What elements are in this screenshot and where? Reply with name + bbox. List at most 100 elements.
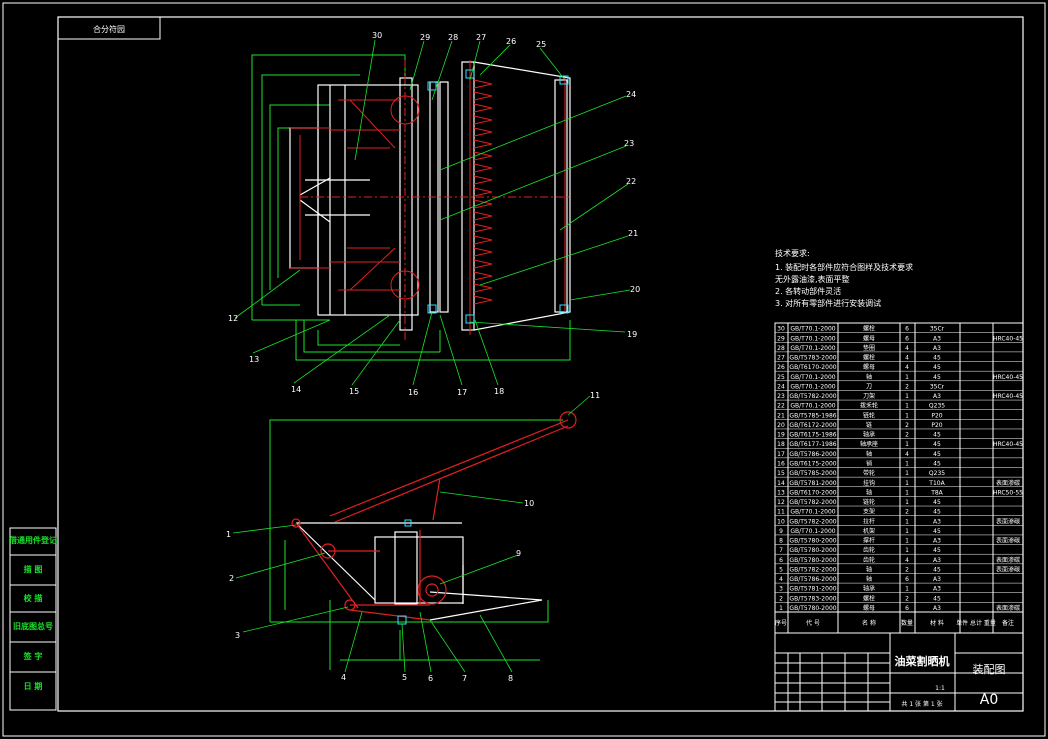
bom-cell: 1 [905,518,909,525]
bom-cell: 4 [779,576,783,583]
top-left-tag-box: 合分符园 [57,16,161,40]
bom-cell: 表面渗碳 [996,537,1020,545]
bom-cell: 1 [905,403,909,410]
title-block: 油菜割晒机 装配图 1:1 共 1 张 第 1 张 A0 [774,632,1024,712]
bom-cell: 表面渗碳 [996,565,1020,573]
callout-24: 24 [626,90,636,99]
bom-cell: GB/T6170-2000 [789,364,836,371]
bom-cell: 表面渗碳 [996,604,1020,612]
bom-cell: 轴承 [863,431,875,439]
bom-cell: 轴 [866,565,872,573]
top-left-tag: 合分符园 [93,24,125,34]
callout-13: 13 [249,355,259,364]
bom-cell: 7 [779,547,783,554]
bom-cell: 6 [905,326,909,333]
bom-cell: 6 [905,335,909,342]
bom-cell: 轴 [866,575,872,583]
bom-cell: GB/T5780-2000 [789,538,836,545]
bom-cell: 1 [905,586,909,593]
bom-cell: GB/T6170-2000 [789,489,836,496]
bom-cell: 22 [777,403,785,410]
bom-cell: HRC40-45 [993,393,1023,400]
bom-cell: 16 [777,461,785,468]
callout-2: 2 [229,574,234,583]
bom-cell: 23 [777,393,785,400]
callout-20: 20 [630,285,640,294]
bom-cell: GB/T5782-2000 [789,393,836,400]
bom-cell: GB/T5781-2000 [789,586,836,593]
bom-cell: HRC40-45 [993,335,1023,342]
sheet-count: 共 1 张 第 1 张 [901,700,942,708]
callout-15: 15 [349,387,359,396]
bom-cell: 1 [905,393,909,400]
bom-cell: 2 [905,595,909,602]
bom-cell: GB/T5783-2000 [789,355,836,362]
bom-cell: HRC40-45 [993,374,1023,381]
callout-26: 26 [506,37,516,46]
bom-cell: 45 [933,499,941,506]
callout-17: 17 [457,388,467,397]
callout-23: 23 [624,139,634,148]
bom-header: 序号代 号名 称数量材 料单件 总计 重量备注 [775,611,1023,627]
bom-cell: 4 [905,557,909,564]
tech-item-2: 无外露油漆,表面平整 [775,274,850,284]
bom-cell: A3 [933,518,941,525]
strip-label-6: 日 期 [24,681,43,691]
bom-cell: GB/T5782-2000 [789,518,836,525]
bom-cell: 17 [777,451,785,458]
bom-cell: 螺栓 [863,594,875,602]
bom-cell: 45 [933,355,941,362]
callout-6: 6 [428,674,433,683]
bom-cell: 26 [777,364,785,371]
bom-cell: Q235 [929,403,945,410]
strip-label-4: 旧底图总号 [13,621,53,631]
bom-cell: 2 [905,509,909,516]
bom-cell: 螺栓 [863,354,875,362]
strip-label-1: 借通用件登记 [8,535,57,545]
bom-cell: 35Cr [930,383,945,390]
strip-label-5: 签 字 [23,651,43,661]
tech-heading: 技术要求: [775,248,810,258]
bom-cell: 35Cr [930,326,945,333]
bom-cell: 螺栓 [863,325,875,333]
bom-cell: 1 [905,547,909,554]
bom-cell: 刀架 [863,392,875,400]
bom-cell: 1 [905,374,909,381]
bom-cell: 轴承 [863,585,875,593]
bom-cell: 19 [777,432,785,439]
bom-cell: Q235 [929,470,945,477]
bom-cell: 拉杆 [863,517,875,525]
bom-cell: 3 [779,586,783,593]
bom-cell: 链轮 [863,498,875,506]
bom-cell: 支架 [863,508,875,516]
bom-cell: GB/T5780-2000 [789,605,836,612]
bom-cell: GB/T70.1-2000 [790,345,835,352]
bom-cell: GB/T6172-2000 [789,422,836,429]
bom-cell: 1 [905,528,909,535]
bom-cell: GB/T5786-2000 [789,451,836,458]
bom-header-cell: 代 号 [806,619,820,627]
bom-cell: 挂钩 [863,479,875,487]
bom-cell: A3 [933,335,941,342]
bom-cell: GB/T5785-1986 [789,412,836,419]
bom-cell: 6 [905,576,909,583]
bom-cell: 齿轮 [863,556,875,564]
bom-cell: 20 [777,422,785,429]
bom-cell: 14 [777,480,785,487]
bom-cell: 拨禾轮 [860,402,878,410]
callout-4: 4 [341,673,346,682]
bom-cell: 5 [779,566,783,573]
callout-16: 16 [408,388,418,397]
callout-18: 18 [494,387,504,396]
bom-cell: A3 [933,393,941,400]
side-view [232,395,591,673]
bom-cell: A3 [933,576,941,583]
bom-cell: 2 [905,432,909,439]
bom-cell: 28 [777,345,785,352]
drawing-type: 装配图 [973,663,1006,676]
bom-cell: 30 [777,326,785,333]
bom-cell: 45 [933,374,941,381]
strip-label-2: 描 图 [24,564,43,574]
product-name: 油菜割晒机 [895,654,950,668]
